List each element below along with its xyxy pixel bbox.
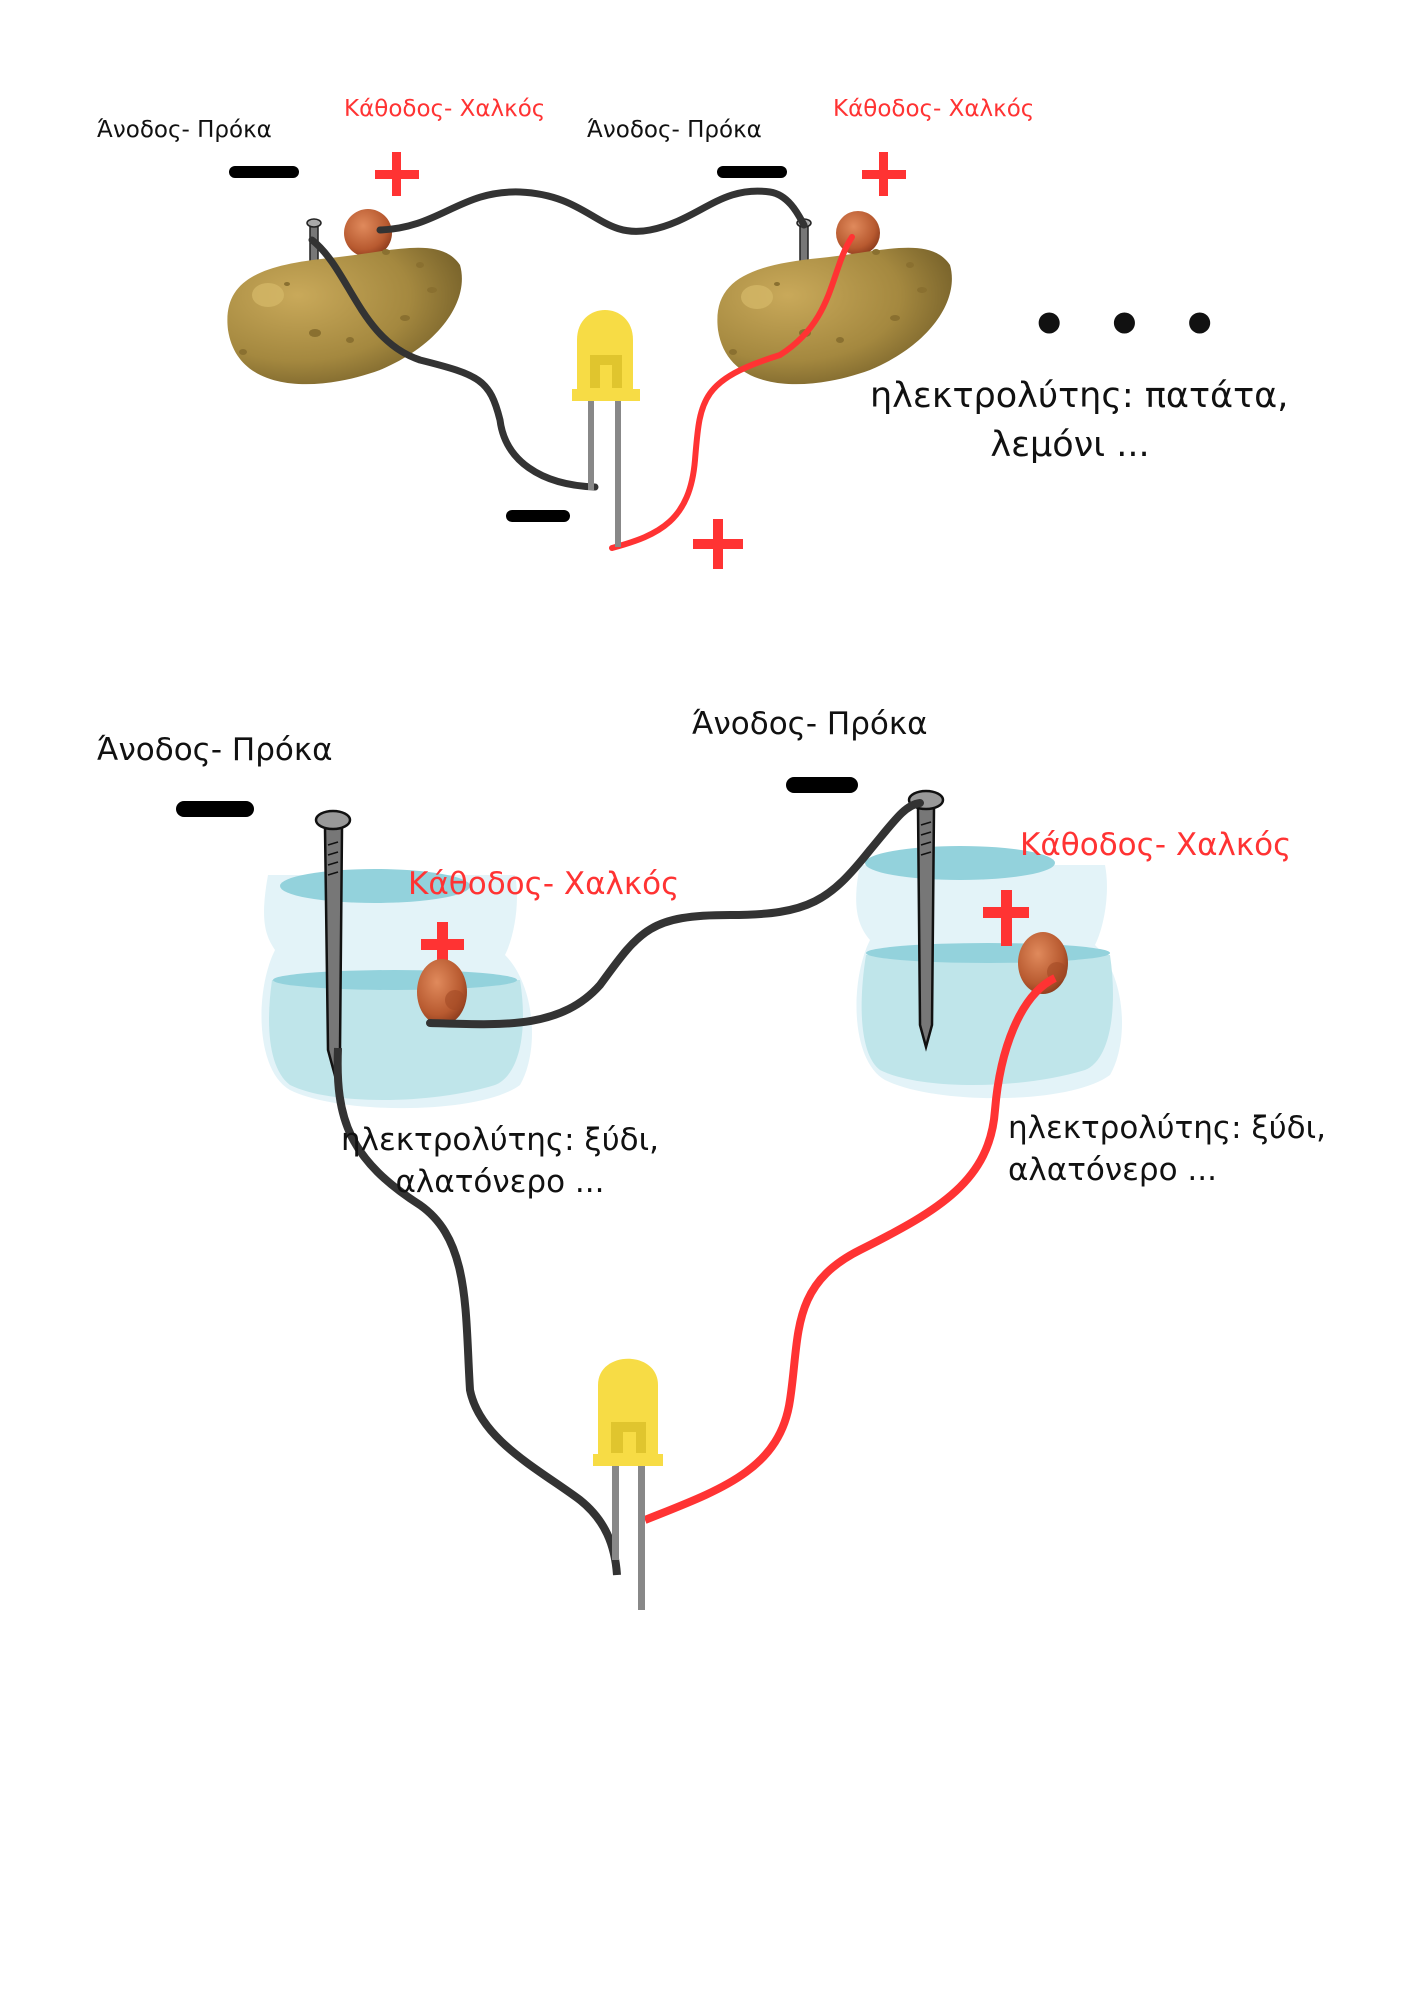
cathode-label-1: Κάθοδος- Χαλκός bbox=[344, 96, 546, 122]
copper-coin-1 bbox=[344, 209, 392, 257]
electrolyte-potato-line2: λεμόνι ... bbox=[990, 425, 1150, 465]
potato-1 bbox=[227, 209, 462, 385]
anode-label-4: Άνοδος- Πρόκα bbox=[692, 706, 928, 742]
minus-sign-2 bbox=[717, 166, 787, 178]
plus-sign-4 bbox=[983, 890, 1029, 946]
wire-black-nail1-to-led bbox=[333, 1047, 621, 1576]
minus-sign-1 bbox=[229, 166, 299, 178]
wire-red-coin4-to-led bbox=[643, 974, 1057, 1524]
electrolyte-cup2-line2: αλατόνερο ... bbox=[1008, 1152, 1217, 1188]
led-minus-sign bbox=[506, 510, 570, 522]
wire-black-nail1-to-led bbox=[308, 236, 599, 491]
led-1 bbox=[572, 310, 640, 547]
cup-1 bbox=[261, 869, 532, 1109]
minus-sign-4 bbox=[786, 777, 858, 793]
cathode-label-4: Κάθοδος- Χαλκός bbox=[1020, 827, 1292, 863]
plus-sign-2 bbox=[862, 152, 906, 196]
nail-2 bbox=[907, 789, 945, 1052]
plus-sign-3 bbox=[421, 922, 464, 978]
electrolyte-cup1-line2: αλατόνερο ... bbox=[395, 1164, 605, 1200]
led-2 bbox=[593, 1358, 663, 1610]
wire-black-coin3-to-nail2 bbox=[426, 799, 924, 1029]
electrolyte-potato-line1: ηλεκτρολύτης: πατάτα, bbox=[870, 376, 1289, 416]
anode-label-2: Άνοδος- Πρόκα bbox=[587, 117, 762, 143]
anode-label-1: Άνοδος- Πρόκα bbox=[97, 117, 272, 143]
cathode-label-2: Κάθοδος- Χαλκός bbox=[833, 96, 1035, 122]
ellipsis-more-cells: • • • bbox=[1030, 290, 1227, 360]
potato-2 bbox=[717, 211, 952, 385]
copper-coin-3 bbox=[417, 959, 467, 1025]
anode-label-3: Άνοδος- Πρόκα bbox=[97, 732, 333, 768]
plus-sign-1 bbox=[375, 152, 419, 196]
minus-sign-3 bbox=[176, 801, 254, 817]
led-plus-sign bbox=[693, 519, 743, 569]
electrolyte-cup2-line1: ηλεκτρολύτης: ξύδι, bbox=[1008, 1110, 1326, 1146]
wire-black-coin1-to-nail2 bbox=[376, 187, 808, 235]
electrolyte-cup1-line1: ηλεκτρολύτης: ξύδι, bbox=[341, 1122, 659, 1158]
cup-2 bbox=[856, 846, 1122, 1099]
wire-red-coin2-to-led bbox=[609, 234, 855, 551]
nail-1 bbox=[314, 809, 352, 1077]
cathode-label-3: Κάθοδος- Χαλκός bbox=[408, 866, 680, 902]
